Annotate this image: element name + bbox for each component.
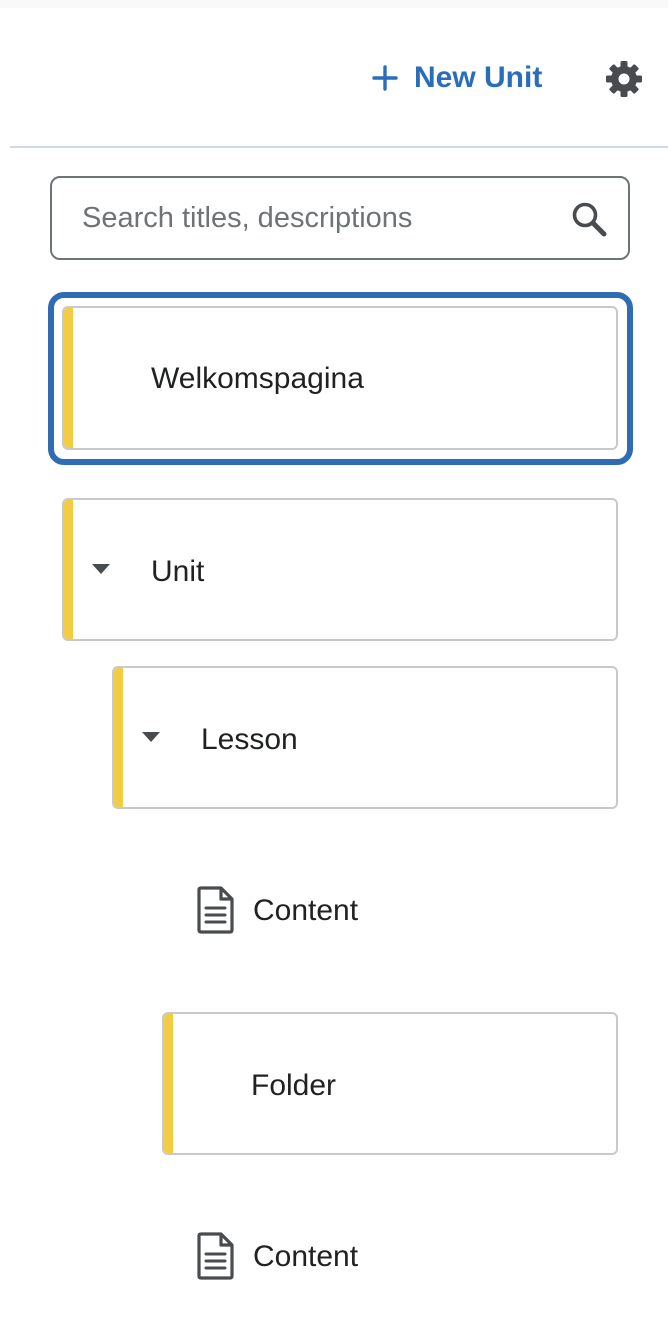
document-icon: [197, 886, 234, 934]
search-icon[interactable]: [569, 199, 609, 239]
search-box: [50, 176, 630, 260]
header-divider: [10, 146, 668, 148]
item-stripe: [64, 308, 73, 448]
tree-item-label: Welkomspagina: [151, 362, 364, 395]
plus-icon: [372, 65, 398, 91]
tree-item-label: Content: [253, 894, 359, 927]
caret-down-icon[interactable]: [91, 563, 111, 575]
document-icon: [197, 1232, 234, 1280]
tree-item-label: Folder: [251, 1069, 337, 1102]
item-stripe: [64, 500, 73, 639]
tree-item-content-2[interactable]: Content: [197, 1232, 427, 1288]
gear-icon[interactable]: [604, 59, 644, 99]
tree-item-label: Lesson: [201, 723, 298, 756]
tree-item-welkomspagina[interactable]: Welkomspagina: [62, 306, 618, 450]
tree-item-unit[interactable]: Unit: [62, 498, 618, 641]
tree-item-lesson[interactable]: Lesson: [112, 666, 618, 809]
new-unit-label: New Unit: [414, 61, 543, 94]
top-strip: [0, 0, 668, 8]
caret-down-icon[interactable]: [141, 731, 161, 743]
tree-item-label: Content: [253, 1240, 359, 1273]
focus-ring: [48, 292, 633, 465]
item-stripe: [114, 668, 123, 807]
new-unit-button[interactable]: New Unit: [370, 58, 542, 98]
tree-item-content-1[interactable]: Content: [197, 886, 427, 942]
tree-item-label: Unit: [151, 555, 205, 588]
item-stripe: [164, 1014, 173, 1153]
tree-item-folder[interactable]: Folder: [162, 1012, 618, 1155]
panel-header: New Unit: [0, 8, 668, 148]
search-input[interactable]: [82, 194, 552, 242]
